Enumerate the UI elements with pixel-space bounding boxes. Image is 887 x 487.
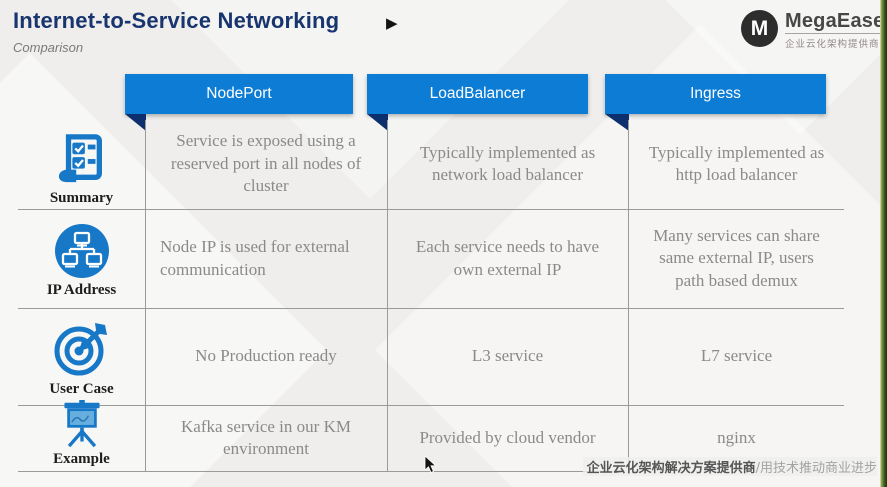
- row-header-ip-address: IP Address: [18, 215, 145, 299]
- footer-tagline: 企业云化架构解决方案提供商/用技术推动商业进步: [582, 457, 877, 476]
- grid-line: [387, 120, 388, 471]
- page-title: Internet-to-Service Networking: [13, 8, 340, 33]
- megaease-logo-icon: M: [741, 10, 778, 47]
- cell-ipaddress-nodeport: Node IP is used for external communicati…: [160, 237, 350, 279]
- grid-line: [18, 471, 600, 472]
- cell-summary-loadbalancer: Typically implemented as network load ba…: [419, 142, 596, 184]
- target-dart-icon: [54, 323, 107, 376]
- cell-ipaddress-ingress: Many services can share same external IP…: [653, 225, 820, 290]
- row-label: Summary: [49, 190, 114, 206]
- cell-ipaddress-loadbalancer: Each service needs to have own external …: [415, 237, 600, 279]
- column-header-loadbalancer: LoadBalancer: [367, 74, 588, 114]
- play-arrow-icon: ▶: [386, 15, 398, 32]
- grid-line: [18, 209, 844, 210]
- footer-secondary-text: /用技术推动商业进步: [755, 461, 877, 476]
- column-header-ingress: Ingress: [605, 74, 826, 114]
- mouse-cursor-icon: [424, 455, 437, 474]
- footer-primary-text: 企业云化架构解决方案提供商: [586, 461, 756, 476]
- grid-line: [18, 405, 844, 406]
- megaease-logo: M MegaEase 企业云化架构提供商: [741, 10, 885, 50]
- page-subtitle: Comparison: [13, 40, 84, 55]
- cell-example-loadbalancer: Provided by cloud vendor: [419, 427, 596, 447]
- cell-example-nodeport: Kafka service in our KM environment: [181, 416, 351, 458]
- network-nodes-icon: [54, 224, 109, 278]
- logo-divider: [785, 33, 885, 34]
- column-header-nodeport: NodePort: [125, 74, 353, 114]
- row-header-user-case: User Case: [18, 310, 145, 398]
- grid-line: [18, 308, 844, 309]
- cell-summary-nodeport: Service is exposed using a reserved port…: [170, 131, 362, 196]
- logo-tagline: 企业云化架构提供商: [785, 39, 880, 50]
- row-label: IP Address: [46, 282, 117, 298]
- grid-line: [145, 120, 146, 471]
- row-label: User Case: [49, 381, 114, 397]
- cell-summary-ingress: Typically implemented as http load balan…: [648, 142, 825, 184]
- logo-name: MegaEase: [785, 10, 885, 32]
- row-header-example: Example: [18, 400, 145, 468]
- row-header-summary: Summary: [18, 125, 145, 207]
- cell-usercase-loadbalancer: L3 service: [471, 346, 544, 366]
- video-edge-artifact: [880, 0, 887, 487]
- row-label: Example: [53, 451, 110, 467]
- cell-usercase-ingress: L7 service: [700, 346, 773, 366]
- cell-usercase-nodeport: No Production ready: [195, 346, 337, 366]
- checklist-scroll-icon: [58, 134, 102, 183]
- presentation-board-icon: [63, 400, 100, 448]
- cell-example-ingress: nginx: [717, 427, 756, 447]
- grid-line: [628, 120, 629, 471]
